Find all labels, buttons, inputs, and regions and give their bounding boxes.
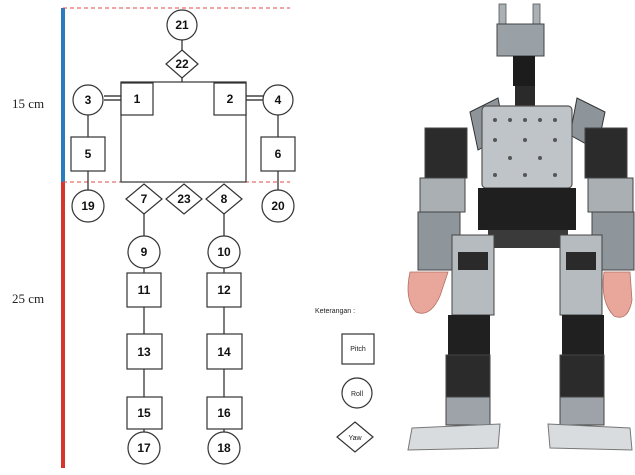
svg-text:20: 20 — [271, 199, 285, 213]
svg-text:9: 9 — [141, 245, 148, 259]
legend-pitch-square-icon: Pitch — [342, 334, 374, 364]
servo-21-roll: 21 — [167, 10, 197, 40]
servo-4-roll: 4 — [263, 85, 293, 115]
servo-14-pitch: 14 — [207, 334, 242, 369]
svg-text:11: 11 — [138, 283, 151, 297]
svg-text:Yaw: Yaw — [348, 435, 362, 442]
svg-text:13: 13 — [137, 345, 151, 359]
svg-text:6: 6 — [275, 147, 282, 161]
svg-text:7: 7 — [141, 192, 148, 206]
servo-19-roll: 19 — [72, 190, 104, 222]
svg-text:10: 10 — [217, 245, 231, 259]
svg-text:22: 22 — [175, 57, 189, 71]
svg-text:18: 18 — [217, 441, 231, 455]
servo-12-pitch: 12 — [207, 273, 241, 307]
svg-text:17: 17 — [137, 441, 151, 455]
legend-roll-circle-icon: Roll — [342, 378, 372, 408]
lower-dimension-label: 25 cm — [12, 291, 44, 306]
servo-5-pitch: 5 — [71, 137, 105, 171]
servo-2-pitch: 2 — [214, 83, 246, 115]
upper-dimension-label: 15 cm — [12, 96, 44, 111]
svg-text:12: 12 — [217, 283, 231, 297]
servo-23-yaw: 23 — [166, 184, 202, 214]
servo-3-roll: 3 — [73, 85, 103, 115]
svg-text:1: 1 — [134, 92, 141, 106]
servo-17-roll: 17 — [128, 432, 160, 464]
servo-11-pitch: 11 — [127, 273, 161, 307]
humanoid-robot-photo — [408, 4, 634, 450]
svg-text:3: 3 — [85, 93, 92, 107]
servo-6-pitch: 6 — [261, 137, 295, 171]
servo-18-roll: 18 — [208, 432, 240, 464]
svg-text:2: 2 — [227, 92, 234, 106]
legend: Keterangan : Pitch Roll Yaw — [315, 308, 374, 452]
svg-text:8: 8 — [221, 192, 228, 206]
svg-text:5: 5 — [85, 147, 92, 161]
servo-10-roll: 10 — [208, 236, 240, 268]
svg-text:15: 15 — [137, 406, 151, 420]
svg-text:19: 19 — [81, 199, 95, 213]
svg-text:14: 14 — [217, 345, 231, 359]
svg-text:21: 21 — [175, 18, 189, 32]
servo-13-pitch: 13 — [127, 334, 162, 369]
servo-16-pitch: 16 — [207, 397, 242, 429]
servo-7-yaw: 7 — [126, 184, 162, 214]
servo-9-roll: 9 — [128, 236, 160, 268]
servo-8-yaw: 8 — [206, 184, 242, 214]
svg-text:23: 23 — [177, 192, 191, 206]
legend-yaw-diamond-icon: Yaw — [337, 422, 373, 452]
svg-text:4: 4 — [275, 93, 282, 107]
legend-title: Keterangan : — [315, 308, 355, 315]
svg-text:Pitch: Pitch — [350, 346, 366, 353]
servo-1-pitch: 1 — [121, 83, 153, 115]
servo-15-pitch: 15 — [127, 397, 162, 429]
servo-20-roll: 20 — [262, 190, 294, 222]
svg-text:Roll: Roll — [351, 391, 364, 398]
servo-22-yaw: 22 — [166, 50, 198, 78]
svg-text:16: 16 — [217, 406, 231, 420]
